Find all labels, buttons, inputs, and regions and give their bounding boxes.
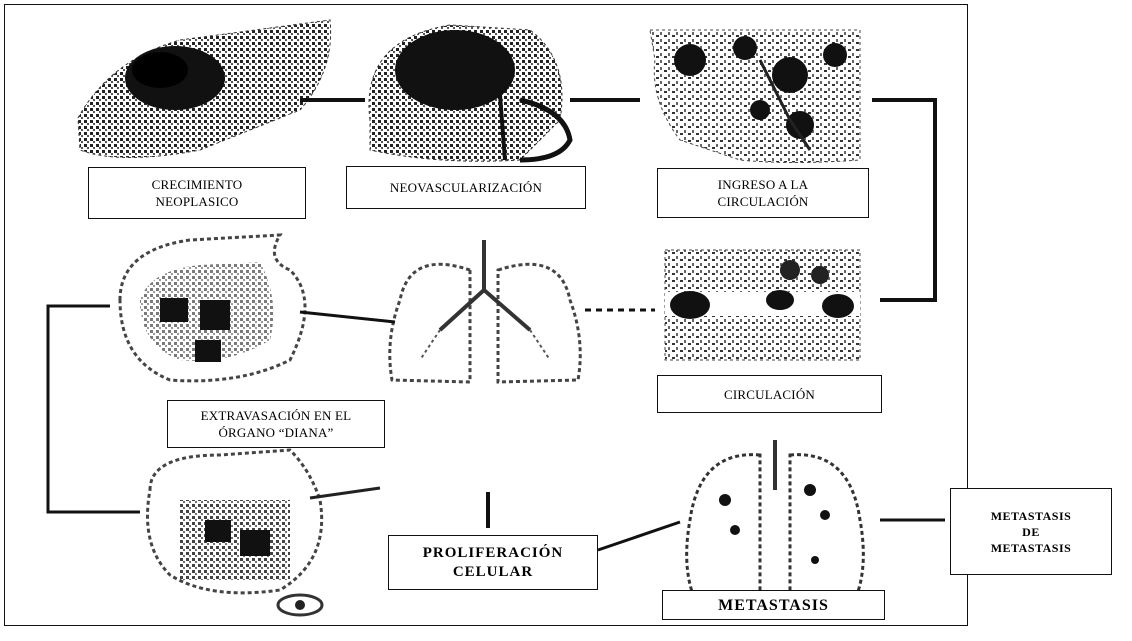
- proliferation-organ-illustration: [148, 450, 381, 615]
- tumor-growth-illustration: [78, 20, 331, 158]
- neovascularization-illustration: [369, 25, 570, 161]
- metastatic-lungs-illustration: [687, 440, 864, 610]
- circulation-entry-illustration: [650, 30, 860, 163]
- connector-entry-to-circulation: [872, 100, 935, 300]
- connector-proliferation-to-lungs: [598, 522, 680, 550]
- label-circulacion: CIRCULACIÓN: [657, 375, 882, 413]
- target-organ-illustration: [120, 235, 305, 381]
- label-proliferacion-celular: PROLIFERACIÓN CELULAR: [388, 535, 598, 590]
- connector-lungs-to-organ: [300, 312, 395, 322]
- label-ingreso-circulacion: INGRESO A LA CIRCULACIÓN: [657, 168, 869, 218]
- label-metastasis: METASTASIS: [662, 590, 885, 620]
- lungs-illustration: [390, 240, 580, 382]
- label-metastasis-de-metastasis: METASTASIS DE METASTASIS: [950, 488, 1112, 575]
- label-crecimiento-neoplasico: CRECIMIENTO NEOPLASICO: [88, 167, 306, 219]
- label-neovascularizacion: NEOVASCULARIZACIÓN: [346, 166, 586, 209]
- label-extravasacion: EXTRAVASACIÓN EN EL ÓRGANO “DIANA”: [167, 400, 385, 448]
- circulation-illustration: [665, 250, 860, 360]
